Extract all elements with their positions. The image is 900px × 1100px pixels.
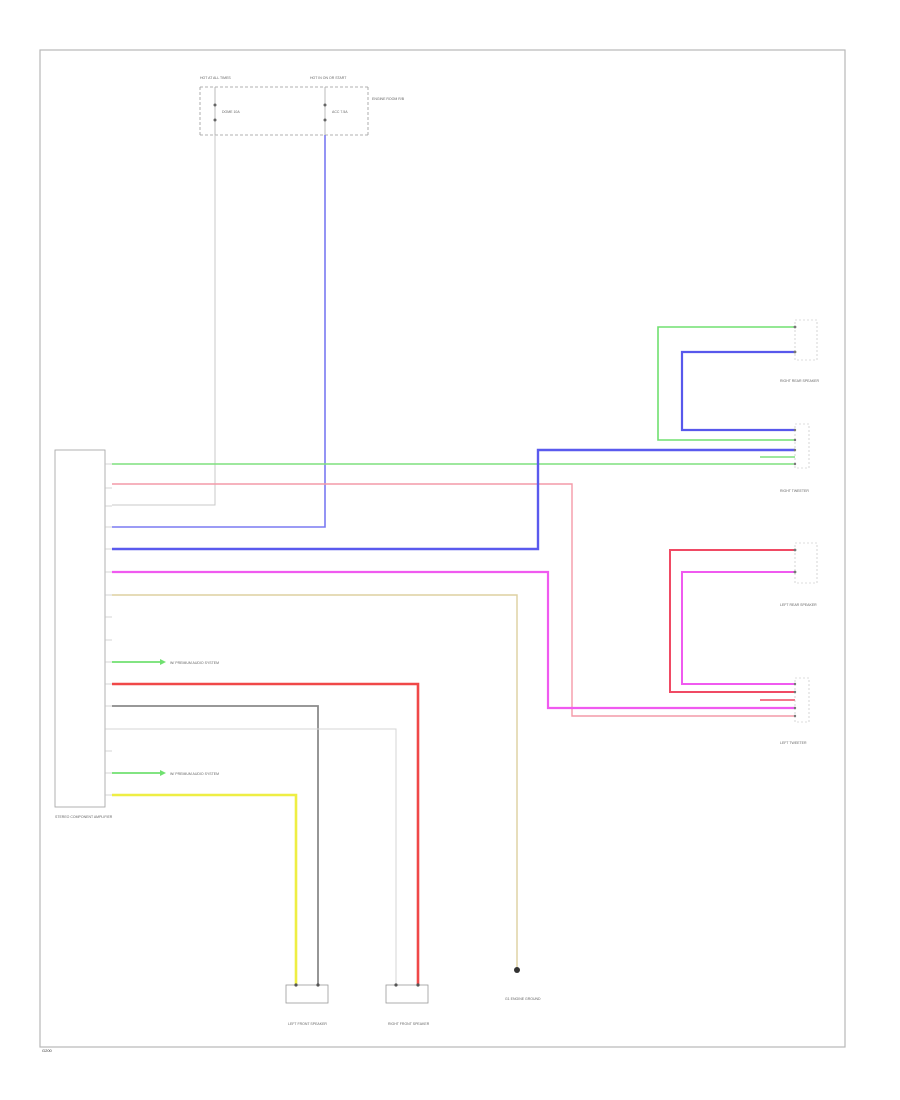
fuse-box: HOT AT ALL TIMES HOT IN ON OR START DOME… xyxy=(199,76,405,136)
right-front-speaker: RIGHT FRONT SPEAKER xyxy=(385,983,430,1026)
footer-code: G200 xyxy=(42,1048,53,1053)
stereo-box xyxy=(54,449,106,808)
fuse-box-label: ENGINE ROOM R/B xyxy=(372,97,405,101)
right-tweeter-label: RIGHT TWEETER xyxy=(780,489,809,493)
wire-magenta-left-rear xyxy=(681,571,795,685)
stereo-label: STEREO COMPONENT AMPLIFIER xyxy=(55,815,113,819)
wire-yellow-left-front xyxy=(112,793,298,985)
fuse-hot-right-label: HOT IN ON OR START xyxy=(310,76,347,80)
fuse-right-label: ACC 7.5A xyxy=(332,110,348,114)
right-tweeter: RIGHT TWEETER xyxy=(780,423,809,493)
fuse-left-label: DOME 10A xyxy=(222,110,240,114)
left-front-speaker: LEFT FRONT SPEAKER xyxy=(285,983,329,1026)
premium-note-1: W/ PREMIUM AUDIO SYSTEM xyxy=(170,661,219,665)
diagram-frame xyxy=(39,49,846,1048)
wire-ltgrn-right-rear xyxy=(657,326,795,441)
ground-label: G1 ENGINE GROUND xyxy=(505,997,541,1001)
right-rear-label: RIGHT REAR SPEAKER xyxy=(780,379,820,383)
wire-gray-left-front xyxy=(112,705,319,985)
wire-white-fuse xyxy=(112,135,216,506)
left-tweeter-label: LEFT TWEETER xyxy=(780,741,807,745)
wire-pink-tweeter xyxy=(112,483,795,717)
left-tweeter: LEFT TWEETER xyxy=(780,677,810,745)
right-front-label: RIGHT FRONT SPEAKER xyxy=(388,1022,430,1026)
ground-icon xyxy=(514,967,520,973)
fuse-hot-left-label: HOT AT ALL TIMES xyxy=(200,76,231,80)
wire-red-left-rear xyxy=(669,549,795,693)
stereo-pin-ticks xyxy=(105,463,112,796)
wire-blue-fuse xyxy=(112,135,326,528)
wire-magenta-tweeter xyxy=(112,570,795,710)
wire-blue-right-rear xyxy=(680,350,795,432)
left-rear-label: LEFT REAR SPEAKER xyxy=(780,603,817,607)
premium-note-2: W/ PREMIUM AUDIO SYSTEM xyxy=(170,772,219,776)
wire-red-right-front xyxy=(112,682,420,985)
left-rear-speaker: LEFT REAR SPEAKER xyxy=(780,542,818,607)
right-rear-speaker: RIGHT REAR SPEAKER xyxy=(780,319,820,383)
left-front-label: LEFT FRONT SPEAKER xyxy=(288,1022,327,1026)
wire-tan-ground xyxy=(112,594,518,968)
ground-point: G1 ENGINE GROUND xyxy=(505,967,541,1001)
wire-blue-tweeter xyxy=(112,448,795,551)
wire-white-right-front xyxy=(112,728,397,985)
